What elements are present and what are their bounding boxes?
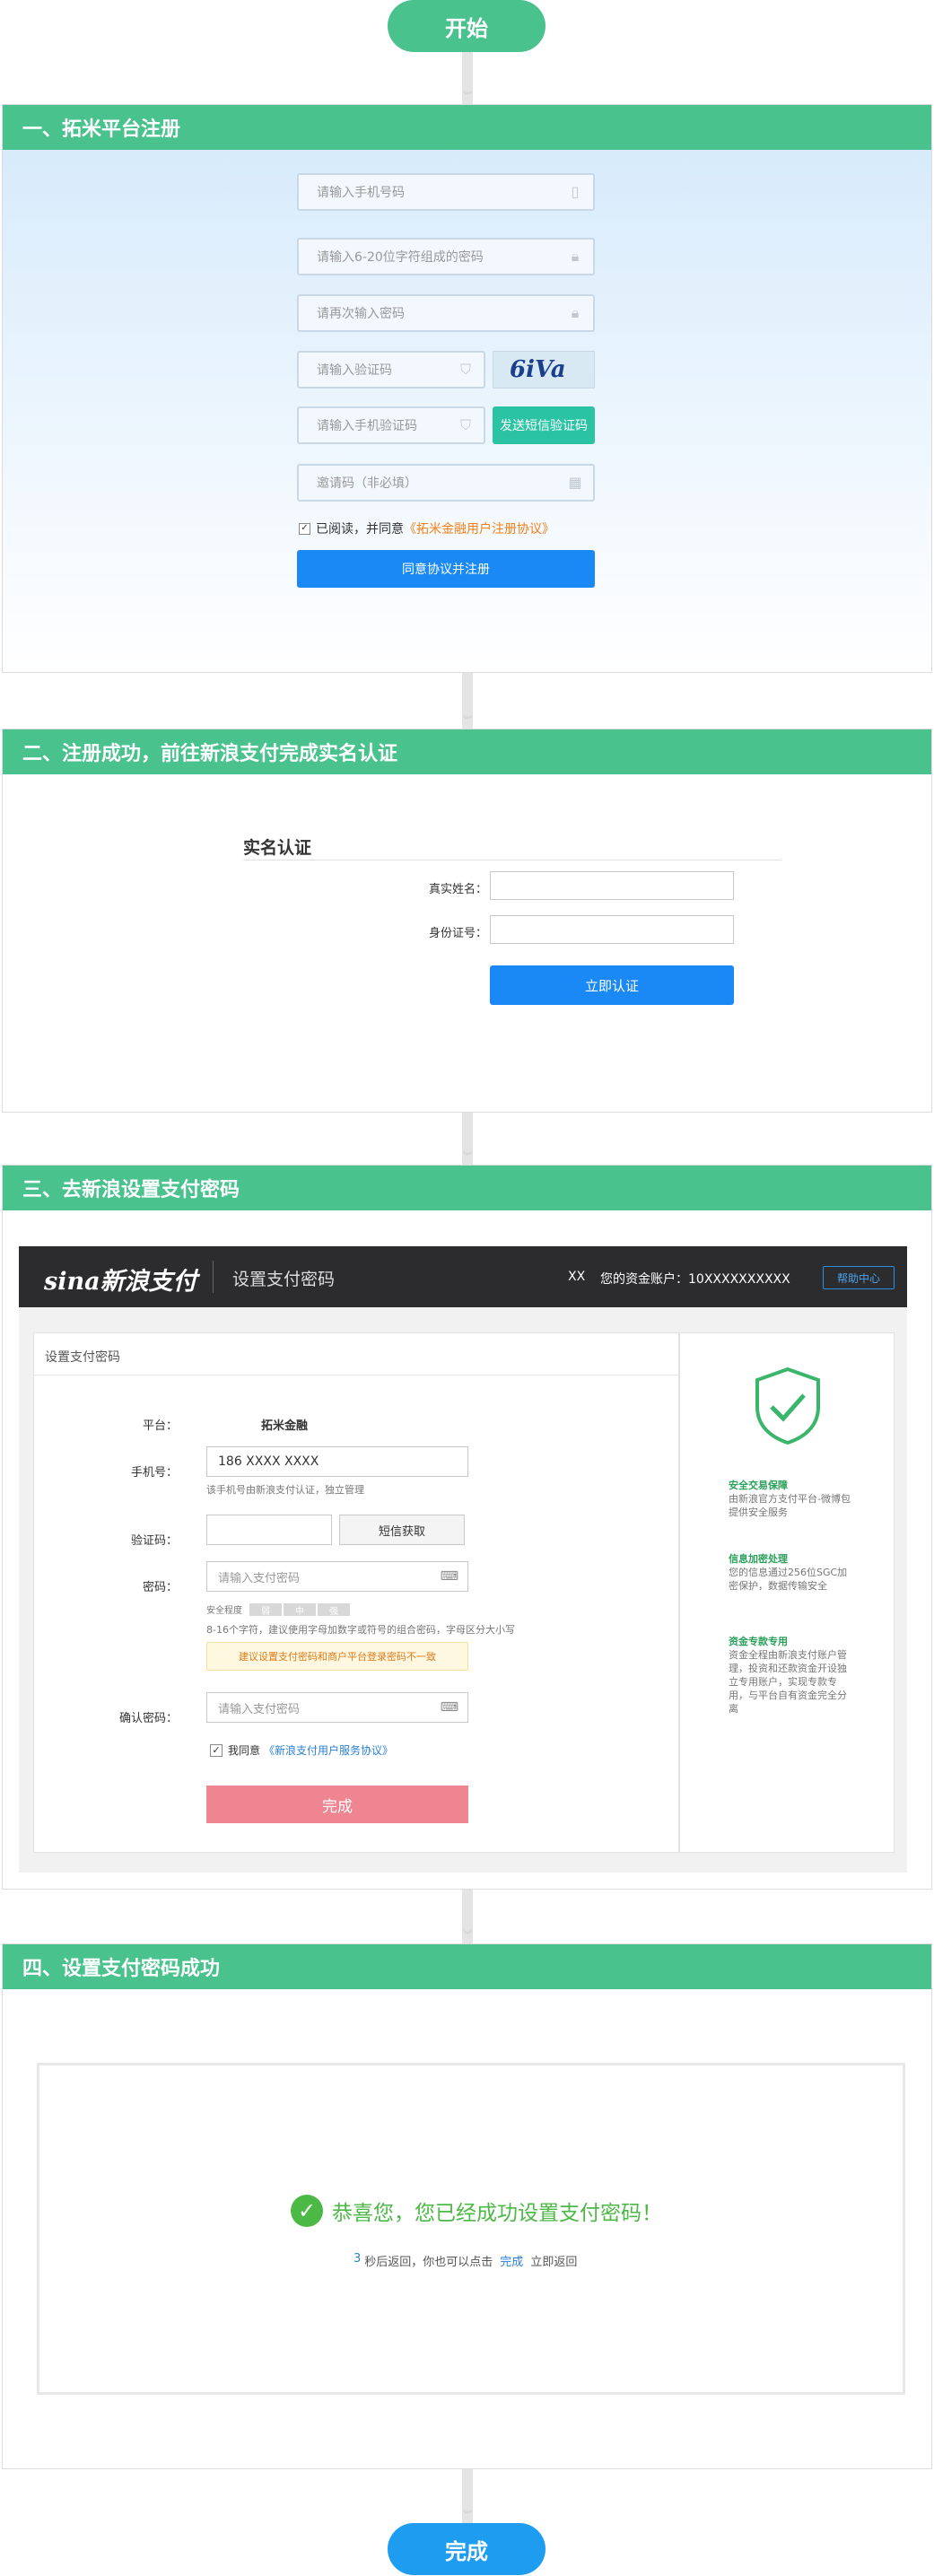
success-row: ✓ 恭喜您，您已经成功设置支付密码！: [291, 2195, 662, 2227]
captcha-image[interactable]: 6iVa: [493, 351, 595, 389]
code-label: 验证码：: [130, 1534, 178, 1548]
connector: ︾: [462, 673, 473, 729]
sina-body-bg: 设置支付密码 平台： 拓米金融 手机号： 186 XXXX XXXX 该手机号由…: [19, 1307, 907, 1873]
account-number: 您的资金账户：10XXXXXXXXXX: [600, 1272, 790, 1287]
feature-title: 安全交易保障: [729, 1480, 788, 1491]
sina-header: sina新浪支付 设置支付密码 XX 您的资金账户：10XXXXXXXXXX 帮…: [19, 1246, 907, 1307]
agree-checkbox[interactable]: ✓: [299, 522, 310, 535]
feature-text: 资金全程由新浪支付账户管理，投资和还款资金开设独立专用账户，实现专款专用，与平台…: [729, 1649, 847, 1715]
form-panel-title: 设置支付密码: [45, 1350, 120, 1365]
sms-code-field[interactable]: [206, 1515, 332, 1545]
strength-label: 安全程度: [206, 1606, 242, 1616]
section-sina-password: 三、去新浪设置支付密码 sina新浪支付 设置支付密码 XX 您的资金账户：10…: [2, 1165, 932, 1890]
shield-icon: ⛉: [459, 361, 471, 378]
lock-icon: 🔒︎: [571, 248, 580, 265]
section-success: 四、设置支付密码成功 ✓ 恭喜您，您已经成功设置支付密码！ 3 秒后返回，你也可…: [2, 1943, 932, 2469]
connector: ︾: [462, 1890, 473, 1943]
shield-icon: ⛉: [459, 416, 471, 433]
feature-title: 信息加密处理: [729, 1553, 788, 1565]
countdown-number: 3: [354, 2252, 362, 2266]
sina-logo: sina新浪支付: [44, 1268, 197, 1296]
strength-strong: 强: [318, 1602, 350, 1617]
get-code-button[interactable]: 短信获取: [339, 1515, 465, 1545]
connector: ︾: [462, 2469, 473, 2523]
warning-box: 建议设置支付密码和商户平台登录密码不一致: [206, 1642, 468, 1671]
user-name: XX: [568, 1270, 586, 1284]
password-input[interactable]: 请输入6-20位字符组成的密码🔒︎: [297, 238, 595, 275]
platform-label: 平台：: [142, 1419, 178, 1433]
success-panel: ✓ 恭喜您，您已经成功设置支付密码！ 3 秒后返回，你也可以点击 完成 立即返回: [37, 2063, 905, 2395]
id-number-input[interactable]: [490, 915, 734, 944]
feature-item: 信息加密处理 您的信息通过256位SGC加密保护，数据传输安全: [729, 1552, 854, 1593]
platform-value: 拓米金融: [261, 1419, 309, 1433]
phone-icon: ▯: [571, 183, 580, 200]
service-agreement-row: ✓ 我同意 《新浪支付用户服务协议》: [210, 1742, 393, 1758]
start-pill: 开始: [388, 0, 546, 52]
agreement-link[interactable]: 《拓米金融用户注册协议》: [404, 522, 554, 537]
feature-text: 您的信息通过256位SGC加密保护，数据传输安全: [729, 1567, 848, 1592]
feature-text: 由新浪官方支付平台-微博包提供安全服务: [729, 1493, 851, 1518]
feature-title: 资金专款专用: [729, 1636, 788, 1647]
shield-check-icon: [755, 1367, 820, 1445]
feature-item: 安全交易保障 由新浪官方支付平台-微博包提供安全服务: [729, 1479, 854, 1519]
connector: ︾: [462, 1113, 473, 1165]
feature-panel: 安全交易保障 由新浪官方支付平台-微博包提供安全服务 信息加密处理 您的信息通过…: [679, 1332, 895, 1853]
success-message: 恭喜您，您已经成功设置支付密码！: [332, 2202, 662, 2225]
password-label: 密码：: [142, 1581, 178, 1594]
realname-input[interactable]: [490, 871, 734, 900]
invite-code-input[interactable]: 邀请码（非必填）▦: [297, 464, 595, 502]
id-label: 身份证号：: [428, 927, 487, 940]
captcha-input[interactable]: 请输入验证码⛉: [297, 351, 485, 389]
section-register: 一、拓米平台注册 请输入手机号码▯ 请输入6-20位字符组成的密码🔒︎ 请再次输…: [2, 104, 932, 673]
header-page-title: 设置支付密码: [232, 1270, 336, 1289]
phone-input[interactable]: 请输入手机号码▯: [297, 173, 595, 211]
section-title: 三、去新浪设置支付密码: [3, 1166, 931, 1210]
header-divider: [213, 1261, 214, 1293]
realname-title: 实名认证: [243, 838, 312, 858]
agree-text: 已阅读，并同意: [316, 522, 404, 537]
sms-code-input[interactable]: 请输入手机验证码⛉: [297, 406, 485, 444]
confirm-label: 确认密码：: [118, 1712, 178, 1725]
finish-button[interactable]: 完成: [206, 1786, 468, 1823]
strength-weak: 弱: [249, 1602, 282, 1617]
redirect-text: 秒后返回，你也可以点击: [364, 2256, 493, 2269]
password-hint: 8-16个字符，建议使用字母加数字或符号的组合密码，字母区分大小写: [206, 1624, 515, 1636]
redirect-suffix: 立即返回: [530, 2256, 578, 2269]
pay-password-input[interactable]: 请输入支付密码⌨: [206, 1561, 468, 1592]
register-button[interactable]: 同意协议并注册: [297, 550, 595, 588]
phone-display: 186 XXXX XXXX: [206, 1446, 468, 1477]
repeat-password-input[interactable]: 请再次输入密码🔒︎: [297, 294, 595, 332]
help-center-button[interactable]: 帮助中心: [823, 1266, 895, 1289]
redirect-row: 3 秒后返回，你也可以点击 完成 立即返回: [354, 2252, 577, 2269]
qrcode-icon: ▦: [568, 474, 582, 491]
strength-row: 安全程度 弱 中 强: [206, 1602, 350, 1617]
feature-item: 资金专款专用 资金全程由新浪支付账户管理，投资和还款资金开设独立专用账户，实现专…: [729, 1635, 854, 1716]
keyboard-icon[interactable]: ⌨: [440, 1700, 458, 1715]
agreement-row: ✓ 已阅读，并同意 《拓米金融用户注册协议》: [299, 520, 554, 537]
section-title: 二、注册成功，前往新浪支付完成实名认证: [3, 729, 931, 774]
keyboard-icon[interactable]: ⌨: [440, 1569, 458, 1584]
lock-icon: 🔒︎: [571, 304, 580, 321]
section-title: 四、设置支付密码成功: [3, 1944, 931, 1989]
phone-label: 手机号：: [130, 1466, 178, 1480]
service-agreement-link[interactable]: 《新浪支付用户服务协议》: [264, 1744, 394, 1757]
send-sms-button[interactable]: 发送短信验证码: [493, 406, 595, 444]
service-agree-checkbox[interactable]: ✓: [210, 1743, 223, 1757]
service-agree-text: 我同意: [228, 1744, 261, 1757]
strength-medium: 中: [284, 1602, 316, 1617]
phone-hint: 该手机号由新浪支付认证，独立管理: [206, 1484, 364, 1496]
finish-pill: 完成: [388, 2523, 546, 2575]
name-label: 真实姓名：: [428, 883, 487, 896]
connector: ︾: [462, 52, 473, 104]
form-panel: 设置支付密码 平台： 拓米金融 手机号： 186 XXXX XXXX 该手机号由…: [33, 1332, 679, 1853]
back-link[interactable]: 完成: [500, 2256, 524, 2269]
section-title: 一、拓米平台注册: [3, 105, 931, 150]
check-circle-icon: ✓: [291, 2195, 323, 2227]
verify-button[interactable]: 立即认证: [490, 965, 734, 1005]
section-realname: 二、注册成功，前往新浪支付完成实名认证 实名认证 真实姓名： 身份证号： 立即认…: [2, 729, 932, 1113]
confirm-password-input[interactable]: 请输入支付密码⌨: [206, 1692, 468, 1723]
